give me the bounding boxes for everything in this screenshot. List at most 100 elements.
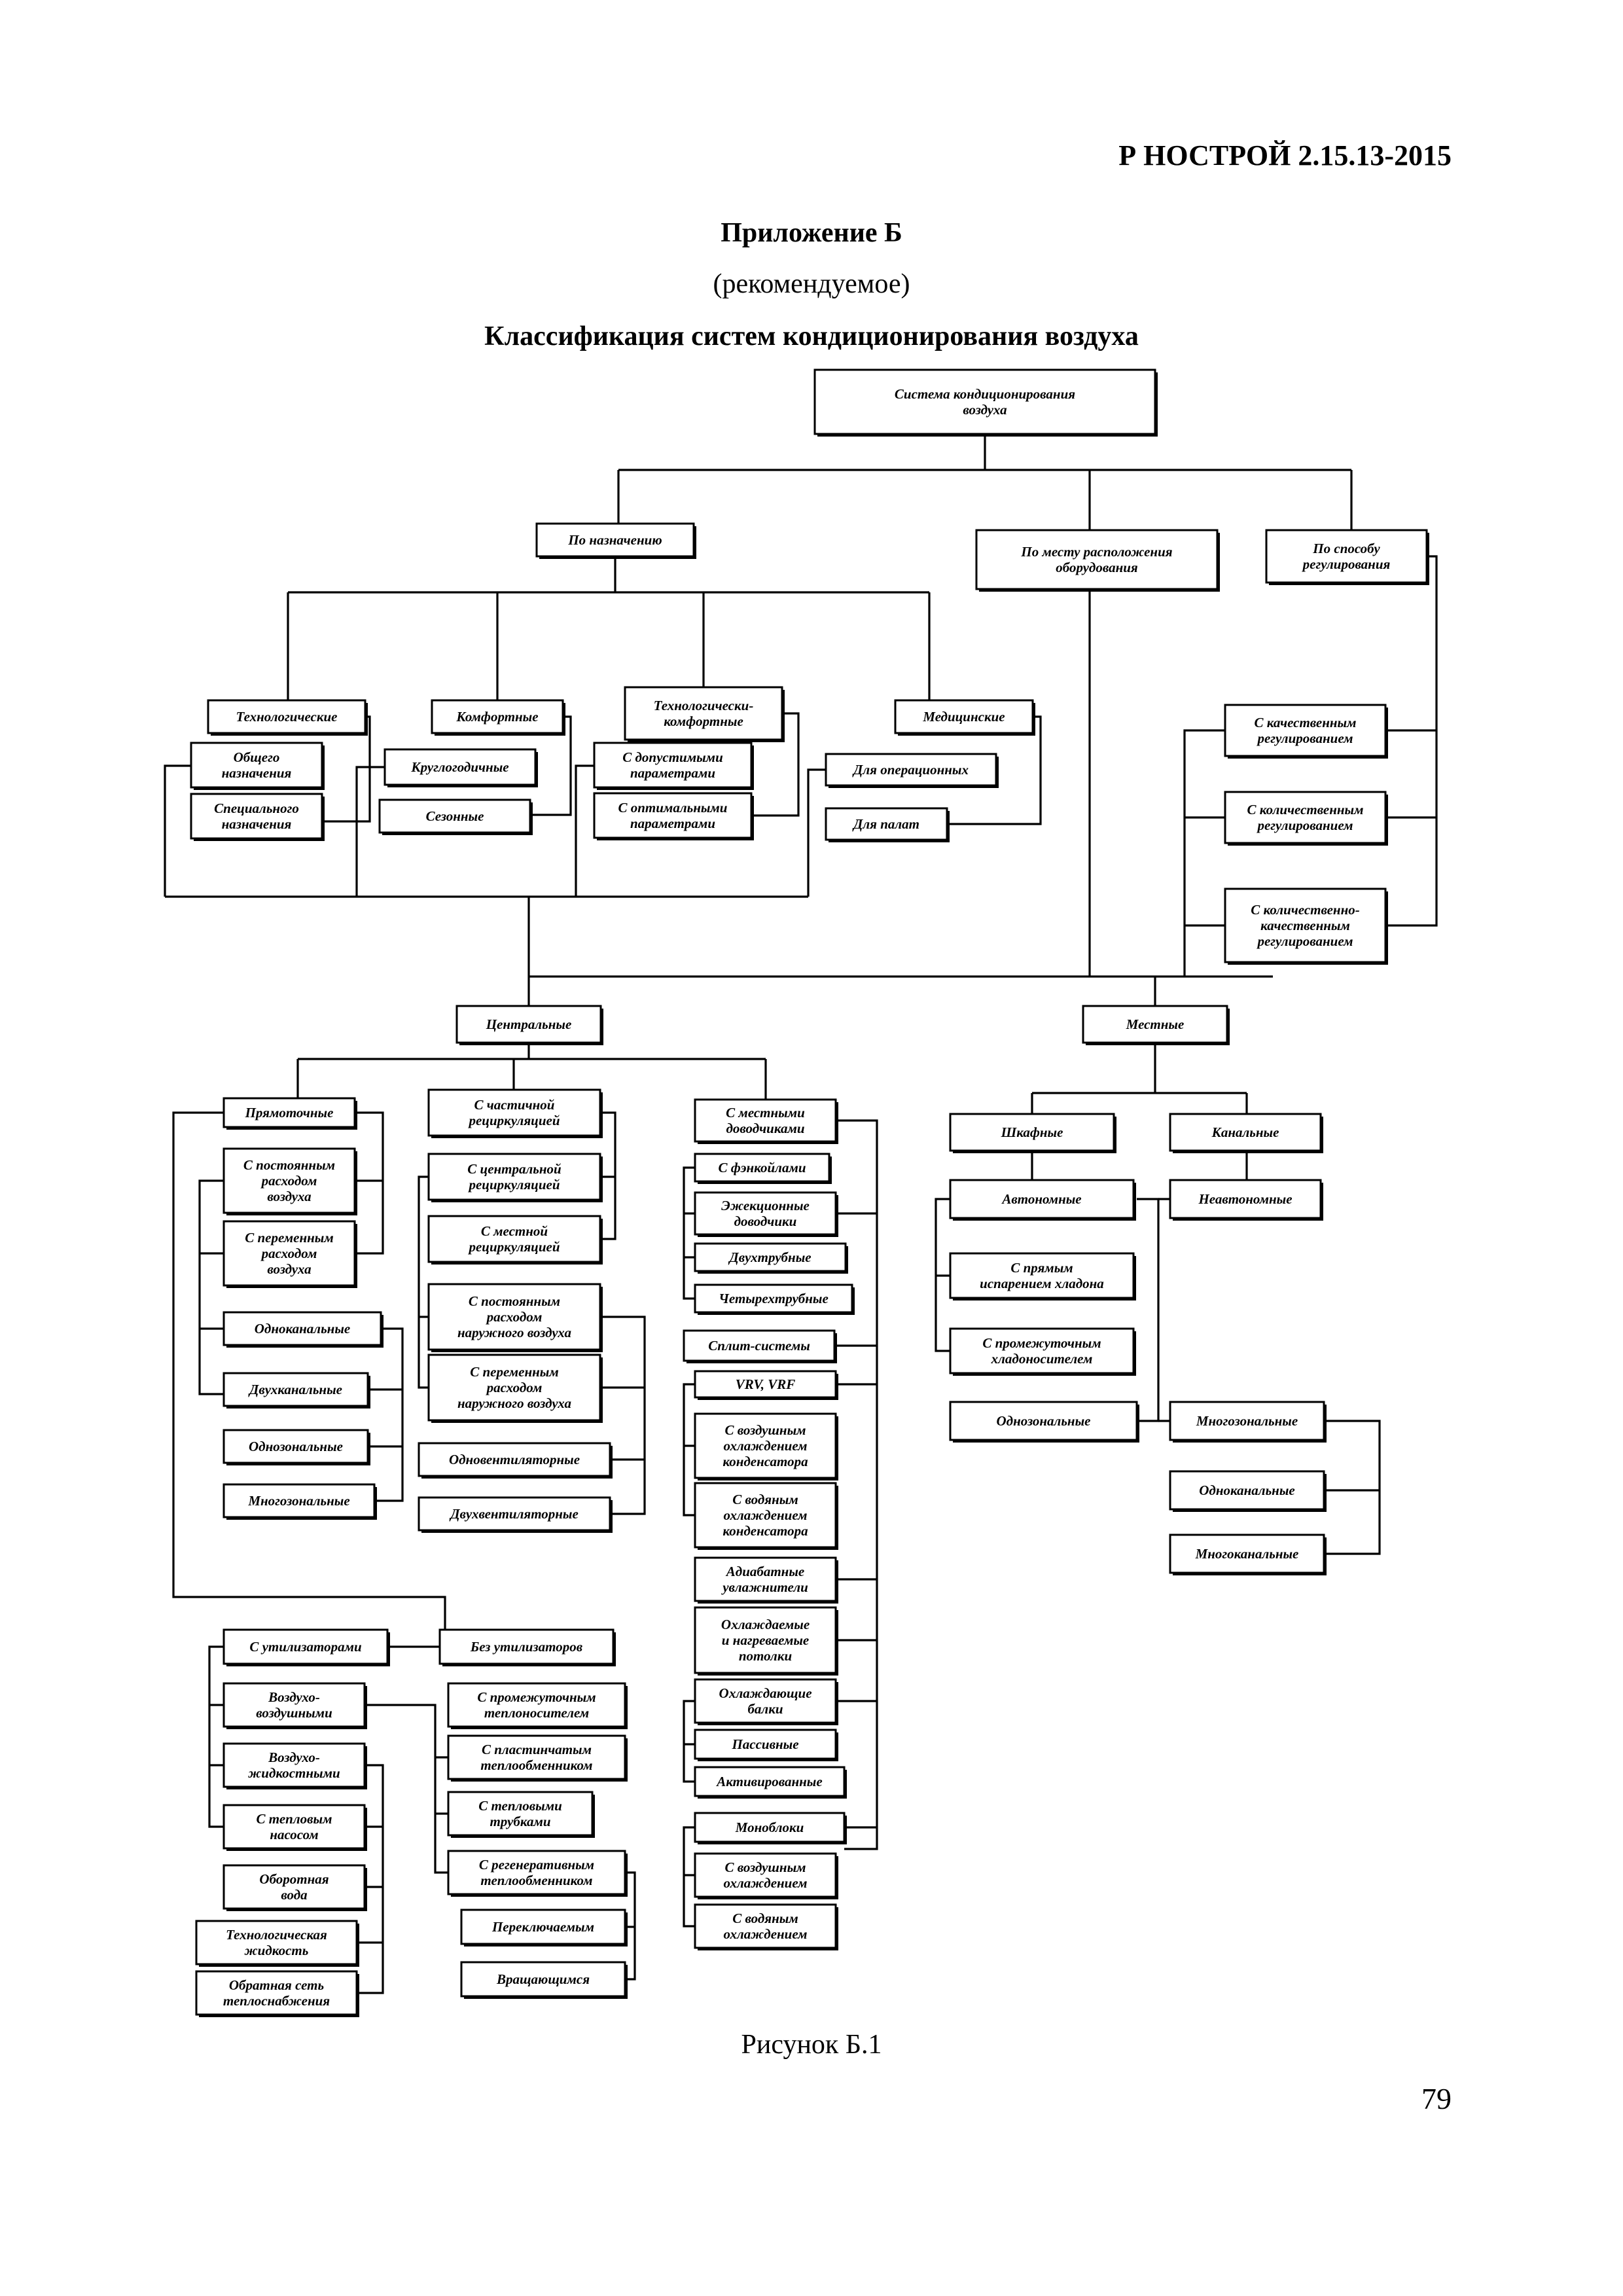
connector-49 — [172, 1111, 446, 1630]
connector-46 — [374, 1327, 404, 1502]
node-label: регулирования — [1302, 556, 1391, 572]
node-label: По назначению — [567, 532, 662, 548]
node-label: С водяным — [732, 1910, 798, 1926]
node-label: С промежуточным — [982, 1335, 1101, 1351]
connector-58 — [683, 1166, 695, 1300]
node-frame — [694, 1766, 846, 1797]
node-label: Вращающимся — [496, 1971, 590, 1987]
node-frame — [427, 1283, 601, 1351]
node-label: Канальные — [1211, 1124, 1279, 1140]
connector-69 — [683, 1700, 695, 1783]
node-frame — [949, 1252, 1135, 1299]
node-label: вода — [281, 1887, 307, 1903]
node-label: качественным — [1260, 918, 1350, 933]
node-local-single-duct: Одноканальные — [1169, 1470, 1327, 1512]
node-label: С прямым — [1010, 1260, 1073, 1276]
node-label: комфортные — [664, 713, 743, 729]
node-without-recuperators: Без утилизаторов — [438, 1628, 616, 1666]
node-label: Неавтономные — [1198, 1191, 1292, 1207]
node-monoblocks: Моноблоки — [694, 1812, 847, 1844]
node-label: С местной — [481, 1223, 548, 1239]
node-non-autonomous: Неавтономные — [1169, 1179, 1323, 1221]
node-label: С тепловым — [257, 1811, 332, 1827]
node-label: Система кондиционирования — [895, 386, 1075, 402]
node-frame — [894, 699, 1034, 734]
node-label: насосом — [270, 1827, 318, 1842]
node-label: балки — [747, 1701, 783, 1717]
node-label: Местные — [1126, 1016, 1185, 1032]
connector-12 — [164, 764, 191, 897]
node-label: Без утилизаторов — [470, 1639, 583, 1655]
node-label: С воздушным — [724, 1422, 806, 1438]
node-label: С регенеративным — [479, 1857, 594, 1873]
node-frame — [223, 1682, 366, 1728]
node-frame — [949, 1401, 1138, 1441]
node-label: теплообменником — [480, 1873, 592, 1888]
node-label: Однозональные — [249, 1439, 343, 1454]
node-label: хладоносителем — [991, 1351, 1093, 1367]
figure-heading: Классификация систем кондиционирования в… — [484, 321, 1139, 351]
node-label: параметрами — [630, 765, 715, 781]
node-label: воздушными — [256, 1705, 332, 1721]
connector-57 — [836, 1119, 878, 1850]
node-active: Активированные — [694, 1766, 847, 1799]
node-frame — [694, 1482, 837, 1549]
node-label: С количественным — [1247, 802, 1364, 817]
node-frame — [223, 1220, 356, 1287]
connector-54 — [600, 1316, 646, 1515]
node-frame — [427, 1088, 601, 1137]
figure-caption: Рисунок Б.1 — [741, 2030, 882, 2060]
node-frame — [431, 699, 564, 734]
node-frame — [378, 798, 531, 834]
node-frame — [535, 522, 695, 558]
node-frame — [223, 1372, 369, 1407]
connector-64 — [683, 1383, 695, 1516]
node-single-fan: Одновентиляторные — [418, 1442, 613, 1479]
node-label: регулированием — [1256, 933, 1353, 949]
node-label: Для палат — [852, 816, 919, 832]
node-frame — [447, 1791, 594, 1837]
node-frame — [1265, 529, 1428, 584]
node-label: охлаждением — [723, 1438, 807, 1454]
node-frame — [223, 1097, 356, 1128]
node-with-recuperators: С утилизаторами — [223, 1628, 390, 1666]
node-split: Сплит-системы — [683, 1329, 837, 1363]
node-label: охлаждением — [723, 1875, 807, 1891]
node-frame — [1224, 888, 1387, 963]
node-frame — [438, 1628, 615, 1665]
node-label: воздуха — [267, 1261, 311, 1277]
node-frame — [460, 1961, 626, 1998]
node-label: наружного воздуха — [457, 1395, 571, 1411]
node-frame — [694, 1283, 853, 1314]
connector-41 — [355, 1111, 384, 1255]
node-seasonal: Сезонные — [378, 798, 533, 835]
node-frame — [223, 1804, 366, 1850]
node-label: охлаждением — [723, 1926, 807, 1942]
node-label: С утилизаторами — [249, 1639, 361, 1655]
node-label: Охлаждающие — [719, 1685, 812, 1701]
node-wards: Для палат — [825, 807, 950, 842]
node-label: Технологические — [236, 709, 338, 725]
node-four-pipe: Четырехтрубные — [694, 1283, 855, 1315]
node-medical: Медицинские — [894, 699, 1035, 736]
node-frame — [418, 1496, 611, 1532]
node-label: расходом — [260, 1173, 317, 1189]
node-frame — [1082, 1005, 1228, 1044]
node-frame — [447, 1734, 626, 1780]
node-label: Переключаемым — [491, 1919, 594, 1935]
node-label: Сезонные — [426, 808, 484, 824]
node-frame — [223, 1311, 382, 1346]
node-frame — [694, 1729, 837, 1760]
node-frame — [949, 1179, 1135, 1219]
